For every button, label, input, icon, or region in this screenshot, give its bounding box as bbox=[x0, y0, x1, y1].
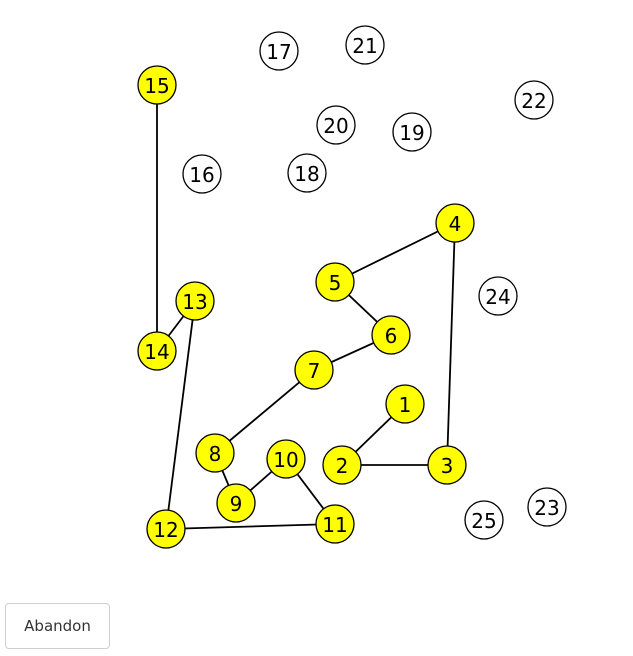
node-circle[interactable] bbox=[427, 445, 467, 485]
node-label: 3 bbox=[441, 454, 454, 478]
node-circle[interactable] bbox=[137, 331, 177, 371]
node-13[interactable]: 13 bbox=[175, 281, 215, 321]
node-circle[interactable] bbox=[464, 500, 504, 540]
node-20[interactable]: 20 bbox=[316, 105, 356, 145]
node-circle[interactable] bbox=[527, 487, 567, 527]
node-label: 11 bbox=[322, 513, 347, 537]
node-12[interactable]: 12 bbox=[146, 509, 186, 549]
node-11[interactable]: 11 bbox=[315, 504, 355, 544]
node-label: 20 bbox=[323, 114, 348, 138]
node-label: 4 bbox=[449, 212, 462, 236]
node-circle[interactable] bbox=[315, 262, 355, 302]
node-circle[interactable] bbox=[371, 315, 411, 355]
node-label: 21 bbox=[352, 34, 377, 58]
edge-4-5 bbox=[334, 222, 456, 283]
node-23[interactable]: 23 bbox=[527, 487, 567, 527]
node-14[interactable]: 14 bbox=[137, 331, 177, 371]
node-21[interactable]: 21 bbox=[345, 25, 385, 65]
node-label: 22 bbox=[521, 89, 546, 113]
node-3[interactable]: 3 bbox=[427, 445, 467, 485]
node-16[interactable]: 16 bbox=[182, 154, 222, 194]
node-22[interactable]: 22 bbox=[514, 80, 554, 120]
node-label: 14 bbox=[144, 340, 169, 364]
node-label: 12 bbox=[153, 518, 178, 542]
node-10[interactable]: 10 bbox=[266, 439, 306, 479]
node-circle[interactable] bbox=[266, 439, 306, 479]
node-circle[interactable] bbox=[216, 483, 256, 523]
node-label: 19 bbox=[399, 121, 424, 145]
node-1[interactable]: 1 bbox=[385, 384, 425, 424]
node-circle[interactable] bbox=[478, 276, 518, 316]
edge-3-4 bbox=[446, 222, 456, 466]
node-6[interactable]: 6 bbox=[371, 315, 411, 355]
node-label: 15 bbox=[144, 74, 169, 98]
node-18[interactable]: 18 bbox=[287, 153, 327, 193]
node-label: 18 bbox=[294, 162, 319, 186]
node-15[interactable]: 15 bbox=[137, 65, 177, 105]
node-label: 25 bbox=[471, 509, 496, 533]
node-circle[interactable] bbox=[514, 80, 554, 120]
node-9[interactable]: 9 bbox=[216, 483, 256, 523]
node-label: 7 bbox=[308, 359, 321, 383]
node-circle[interactable] bbox=[322, 445, 362, 485]
node-4[interactable]: 4 bbox=[435, 203, 475, 243]
node-circle[interactable] bbox=[259, 31, 299, 71]
node-circle[interactable] bbox=[435, 203, 475, 243]
node-circle[interactable] bbox=[316, 105, 356, 145]
node-label: 9 bbox=[230, 492, 243, 516]
node-label: 10 bbox=[273, 448, 298, 472]
node-label: 16 bbox=[189, 163, 214, 187]
node-circle[interactable] bbox=[137, 65, 177, 105]
node-17[interactable]: 17 bbox=[259, 31, 299, 71]
edge-7-8 bbox=[214, 369, 315, 454]
node-label: 5 bbox=[329, 271, 342, 295]
node-25[interactable]: 25 bbox=[464, 500, 504, 540]
edge-12-13 bbox=[165, 300, 196, 530]
node-circle[interactable] bbox=[175, 281, 215, 321]
node-label: 8 bbox=[209, 442, 222, 466]
node-label: 6 bbox=[385, 324, 398, 348]
node-19[interactable]: 19 bbox=[392, 112, 432, 152]
node-label: 17 bbox=[266, 40, 291, 64]
node-2[interactable]: 2 bbox=[322, 445, 362, 485]
node-label: 13 bbox=[182, 290, 207, 314]
node-circle[interactable] bbox=[182, 154, 222, 194]
node-circle[interactable] bbox=[345, 25, 385, 65]
node-circle[interactable] bbox=[195, 433, 235, 473]
node-circle[interactable] bbox=[392, 112, 432, 152]
node-5[interactable]: 5 bbox=[315, 262, 355, 302]
node-circle[interactable] bbox=[287, 153, 327, 193]
abandon-button[interactable]: Abandon bbox=[5, 603, 110, 649]
node-label: 1 bbox=[399, 393, 412, 417]
node-circle[interactable] bbox=[294, 350, 334, 390]
node-circle[interactable] bbox=[146, 509, 186, 549]
node-8[interactable]: 8 bbox=[195, 433, 235, 473]
node-7[interactable]: 7 bbox=[294, 350, 334, 390]
node-24[interactable]: 24 bbox=[478, 276, 518, 316]
node-circle[interactable] bbox=[385, 384, 425, 424]
node-label: 2 bbox=[336, 454, 349, 478]
node-label: 23 bbox=[534, 496, 559, 520]
node-label: 24 bbox=[485, 285, 510, 309]
node-circle[interactable] bbox=[315, 504, 355, 544]
edge-11-12 bbox=[165, 523, 336, 530]
